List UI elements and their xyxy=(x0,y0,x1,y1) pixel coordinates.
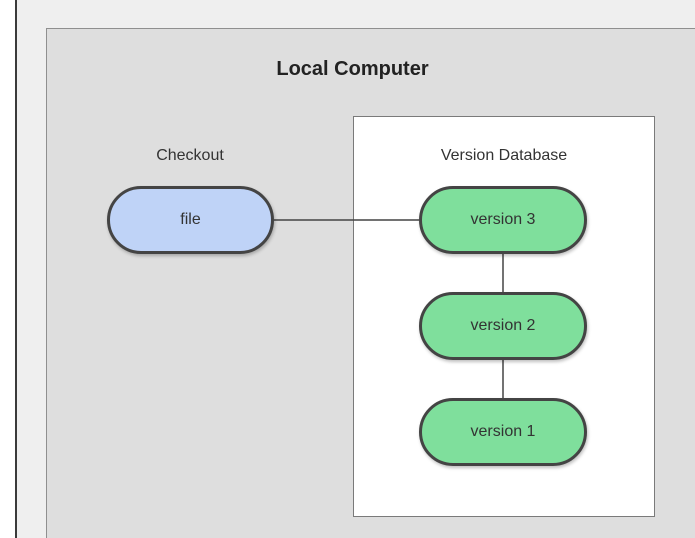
version-2-node: version 2 xyxy=(419,292,587,360)
file-node: file xyxy=(107,186,274,254)
version-3-node: version 3 xyxy=(419,186,587,254)
checkout-label: Checkout xyxy=(156,147,224,164)
version-1-node: version 1 xyxy=(419,398,587,466)
left-window-edge xyxy=(0,0,17,538)
version-database-label: Version Database xyxy=(440,147,568,164)
diagram-title: Local Computer xyxy=(276,58,429,80)
